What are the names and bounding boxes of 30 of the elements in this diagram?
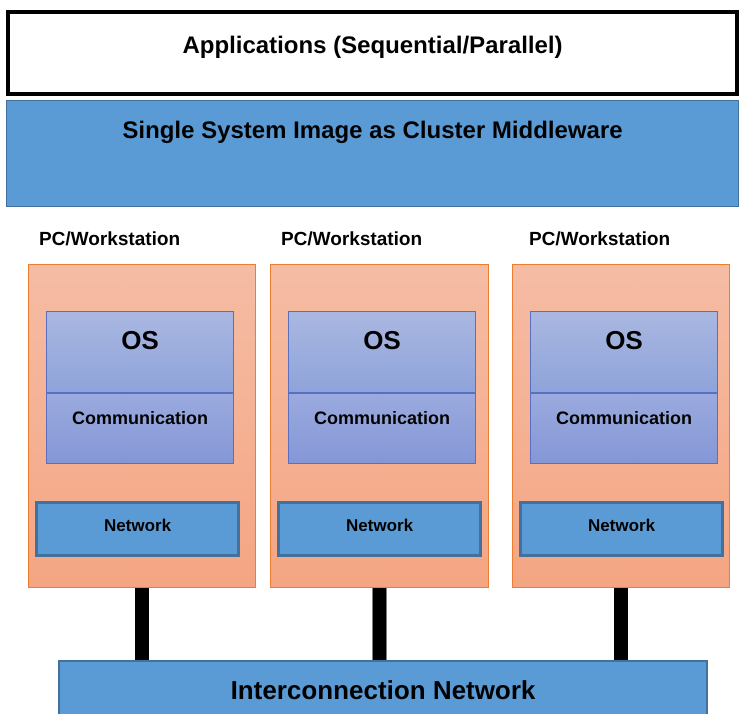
workstation-heading: PC/Workstation (529, 229, 670, 251)
box-label: OS (363, 326, 401, 356)
connector-line (372, 588, 386, 660)
box-label: Applications (Sequential/Parallel) (182, 32, 563, 60)
workstation-heading: PC/Workstation (39, 229, 180, 251)
box-label: Interconnection Network (230, 676, 536, 706)
layer-box (6, 100, 739, 207)
box-label: Network (104, 516, 172, 536)
os-box (46, 311, 234, 393)
communication-box (288, 393, 476, 464)
communication-box (530, 393, 718, 464)
box-label: OS (121, 326, 159, 356)
network-box (35, 501, 240, 557)
network-box (277, 501, 482, 557)
layer-box (6, 10, 739, 96)
communication-box (46, 393, 234, 464)
box-label: Network (588, 516, 656, 536)
network-bar (58, 660, 708, 714)
connector-line (614, 588, 628, 660)
box-label: Communication (72, 408, 208, 429)
box-label: Communication (314, 408, 450, 429)
os-box (530, 311, 718, 393)
network-box (519, 501, 724, 557)
box-label: Communication (556, 408, 692, 429)
os-box (288, 311, 476, 393)
workstation-heading: PC/Workstation (281, 229, 422, 251)
box-label: Single System Image as Cluster Middleware (122, 117, 623, 145)
box-label: OS (605, 326, 643, 356)
connector-line (135, 588, 149, 660)
box-label: Network (346, 516, 414, 536)
